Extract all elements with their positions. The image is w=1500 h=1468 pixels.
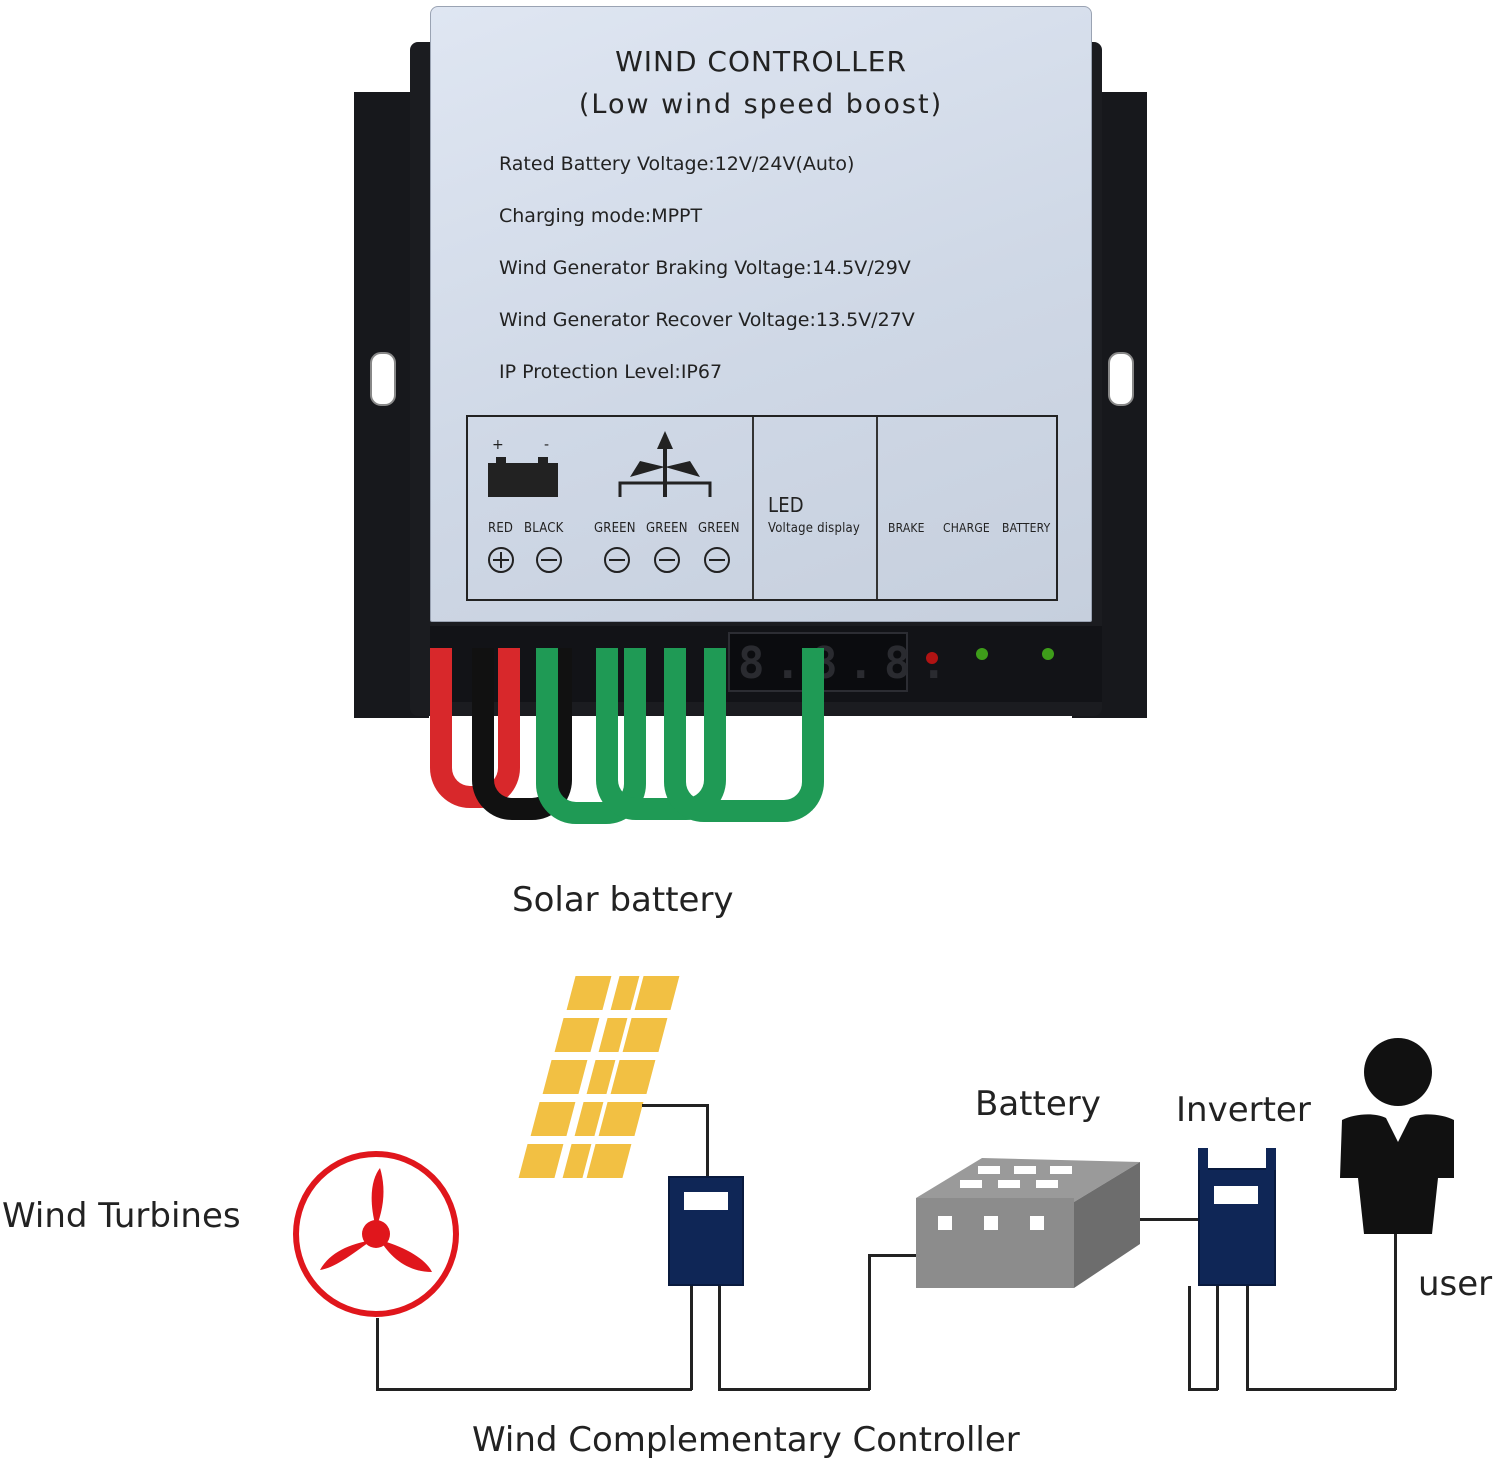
user-label: user bbox=[1418, 1264, 1493, 1304]
battery-plus: + bbox=[492, 437, 504, 453]
indicator-brake-label: BRAKE bbox=[888, 521, 925, 535]
wire-line bbox=[1394, 1222, 1397, 1390]
terminal-minus-symbol bbox=[536, 547, 562, 573]
label-green: GREEN bbox=[646, 521, 688, 536]
battery-led bbox=[1042, 648, 1054, 660]
wire-line bbox=[718, 1284, 721, 1390]
spec-ip-level: IP Protection Level:IP67 bbox=[499, 361, 723, 383]
controller-screen bbox=[684, 1192, 728, 1210]
wire-line bbox=[376, 1388, 692, 1391]
solar-panel-icon bbox=[513, 972, 685, 1182]
led-subtitle: Voltage display bbox=[768, 521, 861, 536]
led-title: LED bbox=[768, 493, 804, 517]
wind-turbine-icon bbox=[293, 1151, 459, 1317]
wind-turbines-label: Wind Turbines bbox=[2, 1196, 241, 1236]
wire-line bbox=[1216, 1286, 1219, 1390]
wire-line bbox=[690, 1284, 693, 1390]
controller-title: WIND CONTROLLER bbox=[615, 45, 907, 78]
mounting-slot bbox=[1108, 352, 1134, 406]
label-green: GREEN bbox=[698, 521, 740, 536]
battery-icon: + - bbox=[488, 437, 560, 497]
panel-divider bbox=[876, 417, 878, 599]
wire-line bbox=[1188, 1388, 1218, 1391]
terminal-plus-symbol bbox=[488, 547, 514, 573]
controller-caption: Wind Complementary Controller bbox=[472, 1420, 1020, 1460]
wire-line bbox=[376, 1318, 379, 1390]
brake-led bbox=[926, 652, 938, 664]
terminal-wind-symbol bbox=[654, 547, 680, 573]
wire-line bbox=[1246, 1286, 1249, 1390]
inverter-terminal bbox=[1266, 1148, 1276, 1170]
inverter-icon bbox=[1198, 1168, 1276, 1286]
wire-line bbox=[718, 1388, 870, 1391]
inverter-terminal bbox=[1198, 1148, 1208, 1170]
wire-line bbox=[642, 1104, 708, 1107]
wire-line bbox=[1140, 1218, 1200, 1221]
wire-line bbox=[1246, 1388, 1396, 1391]
controller-box-icon bbox=[668, 1176, 744, 1286]
spec-recover-voltage: Wind Generator Recover Voltage:13.5V/27V bbox=[499, 309, 915, 331]
charge-led bbox=[976, 648, 988, 660]
user-icon bbox=[1340, 1038, 1454, 1234]
indicator-charge-label: CHARGE bbox=[943, 521, 990, 535]
wire-line bbox=[868, 1254, 920, 1257]
battery-label: Battery bbox=[975, 1084, 1101, 1124]
panel-divider bbox=[752, 417, 754, 599]
label-black: BLACK bbox=[524, 521, 564, 536]
spec-charging-mode: Charging mode:MPPT bbox=[499, 205, 703, 227]
battery-minus: - bbox=[544, 437, 550, 453]
inverter-screen bbox=[1214, 1186, 1258, 1204]
voltage-display-digits: 8.8.8. bbox=[738, 638, 957, 689]
wire-line bbox=[706, 1104, 709, 1178]
inverter-label: Inverter bbox=[1176, 1090, 1311, 1130]
terminal-panel: + - RED BLACK GREEN GREEN GREEN bbox=[466, 415, 1058, 601]
green-wire bbox=[596, 648, 726, 820]
spec-rated-voltage: Rated Battery Voltage:12V/24V(Auto) bbox=[499, 153, 855, 175]
controller-subtitle: (Low wind speed boost) bbox=[578, 89, 944, 120]
wire-line bbox=[868, 1254, 871, 1390]
spec-braking-voltage: Wind Generator Braking Voltage:14.5V/29V bbox=[499, 257, 911, 279]
controller-faceplate: WIND CONTROLLER (Low wind speed boost) R… bbox=[430, 6, 1092, 622]
terminal-wind-symbol bbox=[604, 547, 630, 573]
terminal-wind-symbol bbox=[704, 547, 730, 573]
solar-label: Solar battery bbox=[512, 880, 734, 920]
indicator-battery-label: BATTERY bbox=[1002, 521, 1051, 535]
label-red: RED bbox=[488, 521, 514, 536]
green-wire bbox=[664, 648, 824, 822]
wire-line bbox=[1188, 1286, 1191, 1390]
label-green: GREEN bbox=[594, 521, 636, 536]
battery-icon bbox=[916, 1158, 1140, 1288]
mounting-slot bbox=[370, 352, 396, 406]
wind-generator-icon bbox=[618, 431, 712, 497]
